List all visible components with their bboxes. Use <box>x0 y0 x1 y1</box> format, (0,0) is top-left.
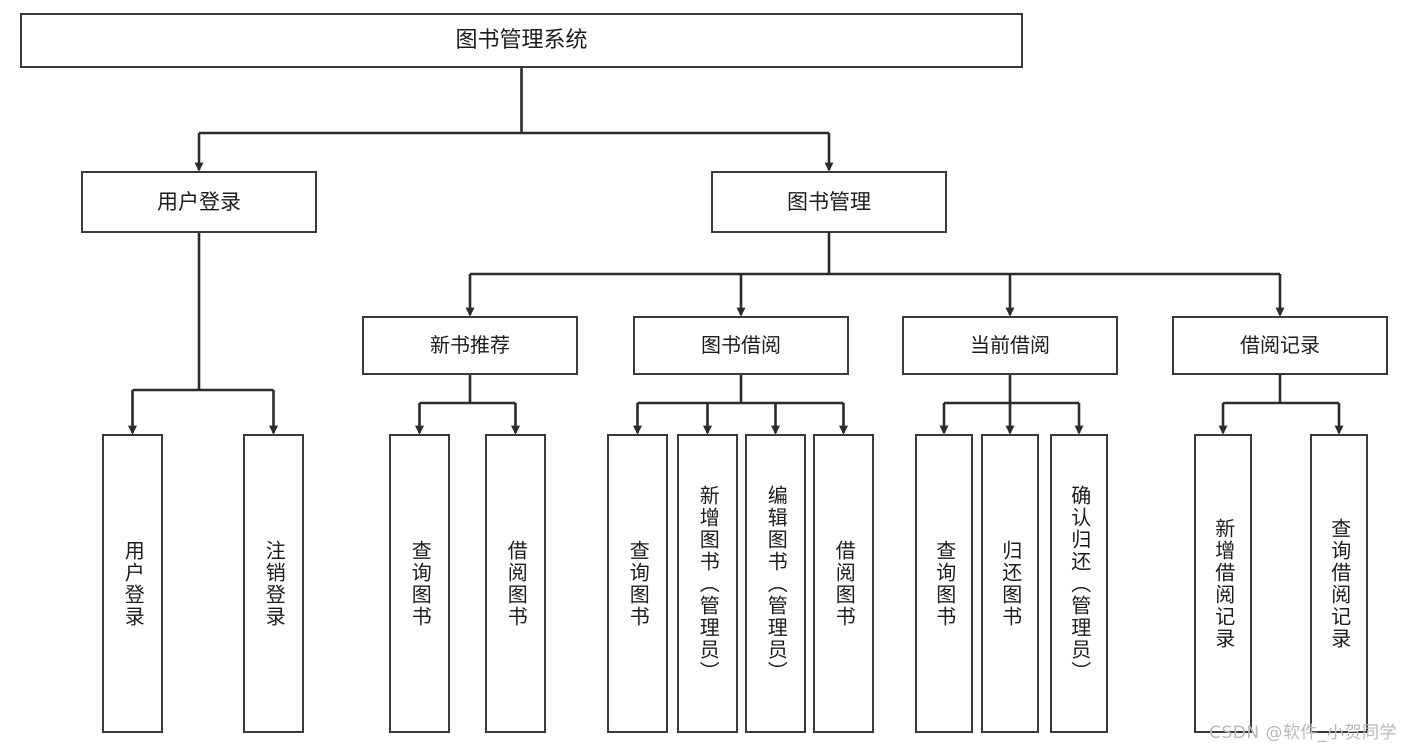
node-current-borrow[interactable]: 当前借阅 <box>902 316 1118 375</box>
leaf-node-cb-return[interactable]: 归还图书 <box>981 434 1039 733</box>
leaf-node-bb-borrow[interactable]: 借阅图书 <box>813 434 874 733</box>
leaf-node-br-add[interactable]: 新增借阅记录 <box>1194 434 1252 733</box>
leaf-node-nb-borrow[interactable]: 借阅图书 <box>485 434 546 733</box>
leaf-node-br-query[interactable]: 查询借阅记录 <box>1310 434 1368 733</box>
node-label: 当前借阅 <box>970 332 1050 357</box>
node-label: 注销登录 <box>262 539 287 628</box>
leaf-node-cb-query[interactable]: 查询图书 <box>915 434 973 733</box>
leaf-node-bb-edit[interactable]: 编辑图书（管理员） <box>745 434 806 733</box>
node-label: 图书借阅 <box>701 332 781 357</box>
node-label: 归还图书 <box>998 539 1023 628</box>
node-book-manage[interactable]: 图书管理 <box>711 171 947 233</box>
node-user-login[interactable]: 用户登录 <box>81 171 317 233</box>
node-label: 借阅记录 <box>1240 332 1320 357</box>
leaf-node-bb-add[interactable]: 新增图书（管理员） <box>677 434 738 733</box>
node-label: 借阅图书 <box>504 539 529 628</box>
leaf-node-bb-query[interactable]: 查询图书 <box>607 434 668 733</box>
node-label: 查询图书 <box>932 539 957 628</box>
node-label: 新增借阅记录 <box>1211 517 1236 650</box>
node-book-borrow[interactable]: 图书借阅 <box>633 316 849 375</box>
node-label: 查询图书 <box>408 539 433 628</box>
node-label: 借阅图书 <box>832 539 857 628</box>
leaf-node-user-login[interactable]: 用户登录 <box>102 434 163 733</box>
node-label: 确认归还（管理员） <box>1067 484 1092 683</box>
node-label: 新增图书（管理员） <box>696 484 721 683</box>
node-new-book-rec[interactable]: 新书推荐 <box>362 316 578 375</box>
node-label: 查询借阅记录 <box>1327 517 1352 650</box>
node-label: 用户登录 <box>157 189 241 214</box>
node-label: 编辑图书（管理员） <box>764 484 789 683</box>
csdn-watermark: CSDN @软件_小贺同学 <box>1209 723 1397 743</box>
leaf-node-nb-query[interactable]: 查询图书 <box>389 434 450 733</box>
node-label: 查询图书 <box>626 539 651 628</box>
node-borrow-record[interactable]: 借阅记录 <box>1172 316 1388 375</box>
node-label: 新书推荐 <box>430 332 510 357</box>
node-label: 用户登录 <box>121 539 146 628</box>
leaf-node-cb-confirm[interactable]: 确认归还（管理员） <box>1050 434 1108 733</box>
node-root[interactable]: 图书管理系统 <box>20 13 1023 68</box>
node-label: 图书管理系统 <box>455 27 588 53</box>
leaf-node-logout[interactable]: 注销登录 <box>243 434 304 733</box>
node-label: 图书管理 <box>787 189 871 214</box>
